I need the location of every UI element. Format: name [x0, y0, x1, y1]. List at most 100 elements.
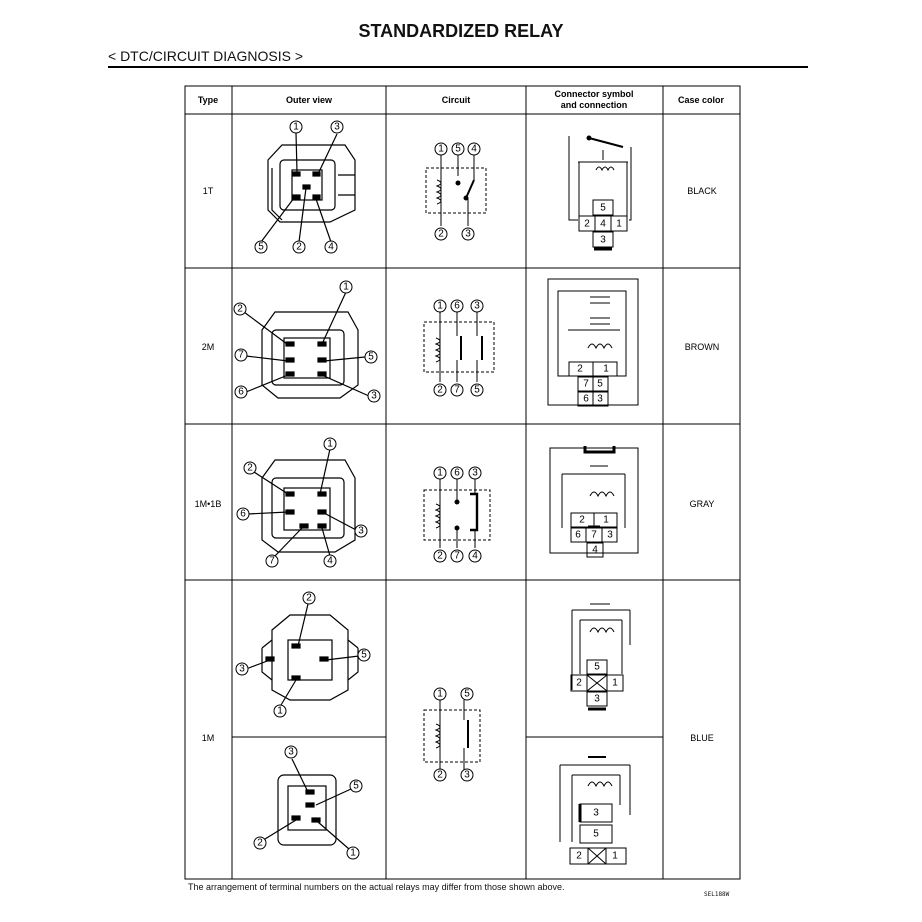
svg-text:2: 2 — [437, 551, 443, 562]
svg-text:4: 4 — [600, 219, 606, 230]
svg-text:6: 6 — [583, 394, 589, 405]
svg-text:1: 1 — [343, 282, 349, 293]
svg-text:3: 3 — [334, 122, 340, 133]
svg-text:2: 2 — [247, 463, 253, 474]
outer-terminals-2m: 1 2 7 5 6 3 — [233, 280, 381, 403]
svg-text:2: 2 — [579, 515, 585, 526]
header-case-color: Case color — [678, 95, 725, 105]
svg-text:4: 4 — [592, 545, 598, 556]
svg-text:1: 1 — [612, 678, 618, 689]
connector-pins-1m-a: 5 2 1 3 — [576, 662, 618, 705]
svg-text:1: 1 — [437, 468, 443, 479]
svg-text:3: 3 — [288, 747, 294, 758]
svg-text:3: 3 — [358, 526, 364, 537]
svg-text:3: 3 — [607, 530, 613, 541]
svg-text:5: 5 — [258, 242, 264, 253]
svg-text:7: 7 — [454, 551, 460, 562]
outer-terminals-1m-b: 3 5 2 1 — [253, 745, 363, 860]
header-type: Type — [198, 95, 218, 105]
svg-text:3: 3 — [597, 394, 603, 405]
svg-text:5: 5 — [361, 650, 367, 661]
circuit-terminals-2m: 1 6 3 2 7 5 — [433, 299, 484, 397]
svg-text:1: 1 — [612, 851, 618, 862]
svg-text:6: 6 — [238, 387, 244, 398]
section-subtitle: < DTC/CIRCUIT DIAGNOSIS > — [108, 48, 303, 64]
svg-text:5: 5 — [464, 689, 470, 700]
svg-text:2: 2 — [257, 838, 263, 849]
svg-text:3: 3 — [371, 391, 377, 402]
svg-text:1: 1 — [293, 122, 299, 133]
svg-text:7: 7 — [238, 350, 244, 361]
svg-text:2: 2 — [437, 770, 443, 781]
footnote: The arrangement of terminal numbers on t… — [188, 882, 565, 892]
connector-pins-2m: 2 1 7 5 6 3 — [577, 364, 609, 405]
svg-text:5: 5 — [594, 662, 600, 673]
svg-text:1: 1 — [350, 848, 356, 859]
connector-1m-b — [559, 756, 631, 865]
header-circuit: Circuit — [442, 95, 471, 105]
header-rule — [108, 66, 808, 68]
svg-text:2: 2 — [438, 229, 444, 240]
svg-text:2: 2 — [577, 364, 583, 375]
figure-code: SEL188W — [704, 891, 730, 898]
circuit-1m — [423, 700, 481, 770]
svg-text:5: 5 — [353, 781, 359, 792]
svg-text:4: 4 — [472, 551, 478, 562]
svg-text:3: 3 — [464, 770, 470, 781]
svg-text:3: 3 — [593, 808, 599, 819]
circuit-2m — [423, 312, 495, 382]
color-brown: BROWN — [685, 342, 720, 352]
circuit-terminals-1m: 1 5 2 3 — [433, 687, 474, 782]
svg-text:3: 3 — [239, 664, 245, 675]
svg-text:7: 7 — [591, 530, 597, 541]
svg-text:5: 5 — [455, 144, 461, 155]
svg-text:6: 6 — [575, 530, 581, 541]
svg-text:3: 3 — [600, 235, 606, 246]
outer-view-1m-b — [264, 758, 352, 850]
svg-text:1: 1 — [277, 706, 283, 717]
connector-1t — [568, 135, 632, 251]
circuit-1m1b — [423, 479, 491, 548]
svg-text:2: 2 — [576, 851, 582, 862]
outer-terminals-1m-a: 2 3 5 1 — [235, 591, 371, 718]
svg-text:7: 7 — [269, 556, 275, 567]
svg-text:1: 1 — [437, 301, 443, 312]
connector-2m — [547, 278, 639, 407]
type-2m: 2M — [202, 342, 215, 352]
outer-view-1m1b — [247, 448, 359, 558]
svg-text:4: 4 — [327, 556, 333, 567]
outer-terminals-1m1b: 1 2 6 3 7 4 — [236, 437, 368, 568]
outer-view-1t — [260, 132, 356, 243]
svg-text:3: 3 — [465, 229, 471, 240]
svg-text:4: 4 — [471, 144, 477, 155]
svg-text:4: 4 — [328, 242, 334, 253]
connector-1m1b — [549, 446, 639, 558]
svg-text:2: 2 — [437, 385, 443, 396]
connector-pins-1m1b: 2 1 6 7 3 4 — [575, 515, 613, 556]
svg-text:6: 6 — [240, 509, 246, 520]
svg-text:7: 7 — [583, 379, 589, 390]
svg-text:2: 2 — [306, 593, 312, 604]
header-outer-view: Outer view — [286, 95, 333, 105]
connector-pins-1t: 5 2 4 1 3 — [584, 203, 622, 246]
circuit-terminals-1m1b: 1 6 3 2 7 4 — [433, 466, 482, 563]
color-gray: GRAY — [690, 499, 715, 509]
type-1t: 1T — [203, 186, 214, 196]
color-blue: BLUE — [690, 733, 714, 743]
outer-view-2m — [243, 291, 370, 399]
svg-text:2: 2 — [576, 678, 582, 689]
circuit-1t — [425, 155, 487, 226]
svg-text:5: 5 — [474, 385, 480, 396]
svg-text:1: 1 — [327, 439, 333, 450]
svg-text:7: 7 — [454, 385, 460, 396]
svg-text:6: 6 — [454, 468, 460, 479]
page-title: STANDARDIZED RELAY — [358, 21, 564, 41]
svg-text:5: 5 — [597, 379, 603, 390]
svg-text:1: 1 — [438, 144, 444, 155]
svg-text:5: 5 — [593, 829, 599, 840]
connector-1m-a — [570, 603, 631, 711]
svg-text:2: 2 — [584, 219, 590, 230]
type-1m1b: 1M•1B — [195, 499, 222, 509]
